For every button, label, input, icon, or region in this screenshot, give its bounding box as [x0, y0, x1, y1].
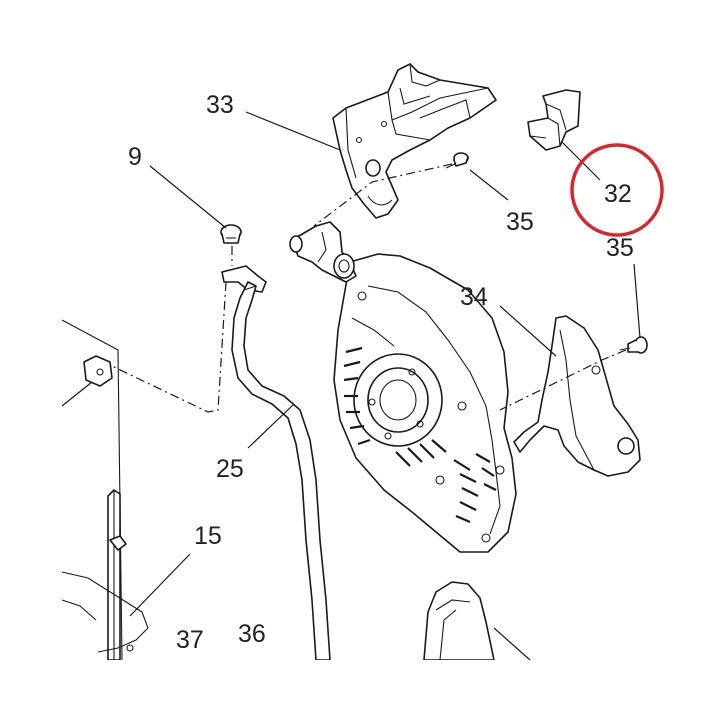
- callout-25: 25: [216, 455, 244, 483]
- leader-lines: [61, 111, 641, 617]
- callout-labels: 33 9 35 32 35 34 25 15 37 36: [128, 91, 634, 654]
- callout-32: 32: [604, 180, 632, 208]
- callout-34: 34: [460, 283, 488, 311]
- callout-35-right: 35: [606, 234, 634, 262]
- fan-housing-assembly: [289, 221, 517, 553]
- part-15-frame: [61, 319, 149, 661]
- part-34-cover: [513, 315, 641, 477]
- bottom-crop: [0, 660, 720, 720]
- assembly-lines: [111, 163, 627, 413]
- screw-35-right: [619, 336, 648, 354]
- handle-piece: [423, 581, 531, 661]
- callout-37: 37: [176, 626, 204, 654]
- callout-15: 15: [194, 522, 222, 550]
- callout-35-upper: 35: [506, 208, 534, 236]
- callout-33: 33: [206, 91, 234, 119]
- callout-9: 9: [128, 143, 142, 171]
- part-33-bracket: [332, 63, 497, 219]
- highlight-circle: [570, 143, 664, 237]
- part-32-clip: [527, 89, 581, 151]
- callout-36: 36: [238, 620, 266, 648]
- screw-35-upper: [445, 152, 469, 169]
- screw-9: [220, 224, 242, 244]
